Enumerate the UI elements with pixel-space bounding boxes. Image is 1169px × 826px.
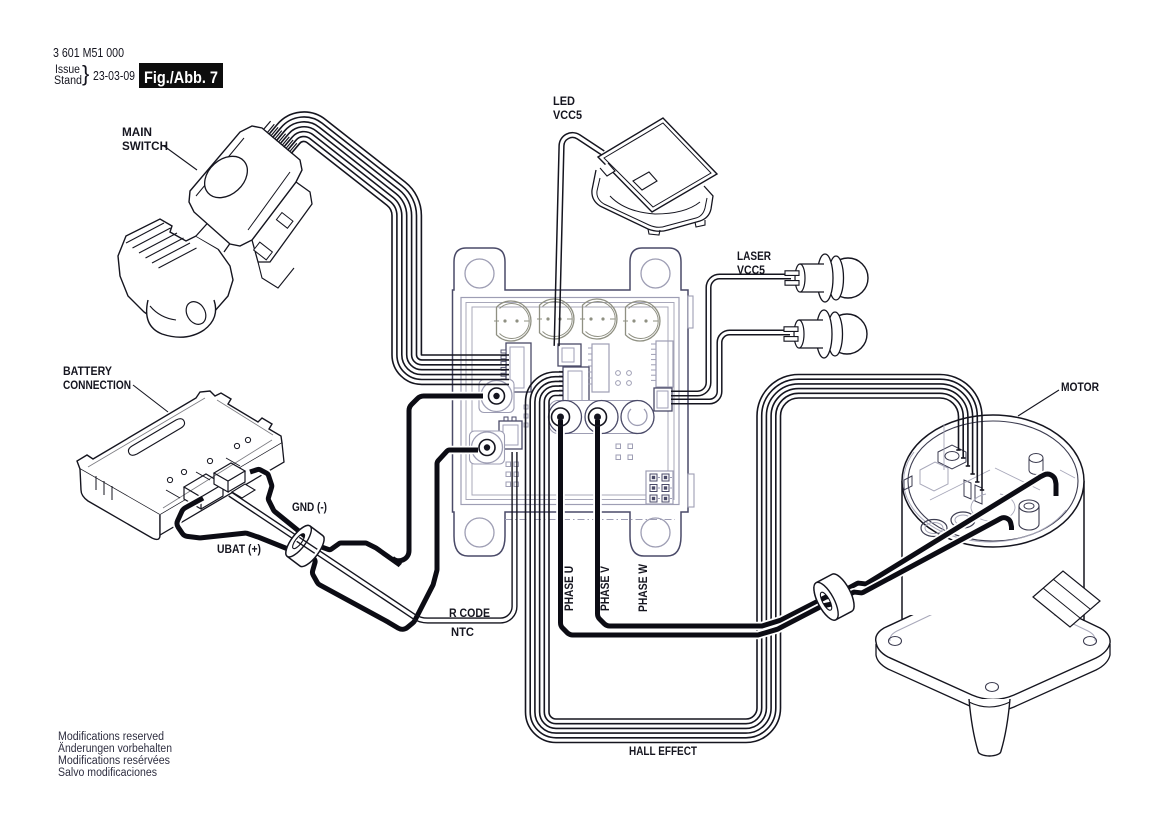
svg-text:NTC: NTC <box>451 625 474 639</box>
svg-text:VCC5: VCC5 <box>737 263 765 277</box>
svg-text:Modifications resérvées: Modifications resérvées <box>58 755 170 767</box>
svg-text:LED: LED <box>553 94 575 108</box>
svg-text:3 601 M51 000: 3 601 M51 000 <box>53 46 124 60</box>
svg-text:PHASE U: PHASE U <box>562 566 576 611</box>
svg-text:LASER: LASER <box>737 249 771 263</box>
svg-text:MOTOR: MOTOR <box>1061 380 1099 394</box>
svg-text:PHASE W: PHASE W <box>636 563 650 612</box>
svg-text:Fig./Abb. 7: Fig./Abb. 7 <box>144 69 218 87</box>
svg-text:R CODE: R CODE <box>449 606 490 620</box>
svg-text:Änderungen vorbehalten: Änderungen vorbehalten <box>58 743 172 755</box>
svg-text:GND (-): GND (-) <box>292 500 327 514</box>
svg-text:}: } <box>82 61 89 86</box>
svg-text:Salvo modificaciones: Salvo modificaciones <box>58 767 157 779</box>
svg-text:Modifications reserved: Modifications reserved <box>58 731 164 743</box>
svg-text:MAIN: MAIN <box>122 125 152 139</box>
svg-text:BATTERY: BATTERY <box>63 364 112 378</box>
svg-text:Issue: Issue <box>55 64 80 76</box>
svg-text:CONNECTION: CONNECTION <box>63 378 131 392</box>
svg-text:Stand: Stand <box>54 75 82 87</box>
svg-text:PHASE V: PHASE V <box>598 566 612 611</box>
svg-text:SWITCH: SWITCH <box>122 139 168 153</box>
svg-text:23-03-09: 23-03-09 <box>93 69 135 83</box>
svg-text:HALL EFFECT: HALL EFFECT <box>629 744 698 758</box>
svg-text:VCC5: VCC5 <box>553 108 582 122</box>
svg-text:UBAT (+): UBAT (+) <box>217 542 261 556</box>
